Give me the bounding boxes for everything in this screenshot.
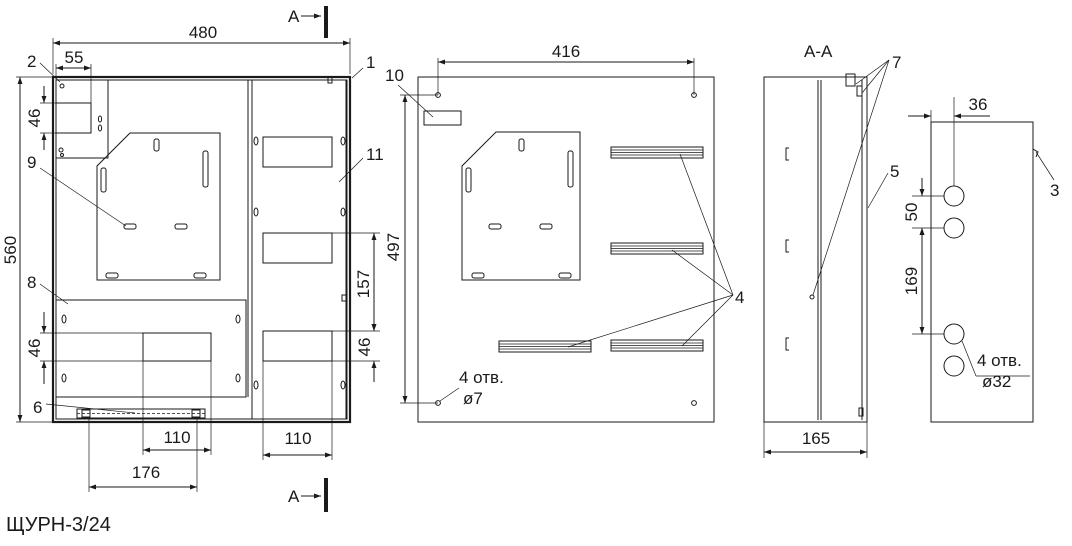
window-top	[262, 136, 333, 168]
section-body	[763, 76, 868, 423]
callout-4: 4	[735, 288, 744, 307]
dim-110-left: 110	[163, 428, 190, 447]
dim-480: 480	[189, 23, 217, 42]
din-rails	[498, 146, 704, 353]
section-view: А-А 7 5 165	[763, 42, 901, 458]
dim-46-top: 46	[25, 109, 44, 128]
back-mounting-plate	[461, 131, 581, 281]
mounting-plate	[96, 132, 221, 281]
mount-holes-count: 4 отв.	[459, 368, 504, 387]
window-bottom	[262, 330, 333, 362]
front-outer-body	[51, 75, 352, 424]
knockout-2	[943, 217, 965, 239]
section-label: А-А	[804, 42, 833, 61]
section-marker-bottom: А	[288, 487, 300, 506]
dim-55: 55	[65, 48, 84, 67]
dim-416: 416	[552, 42, 580, 61]
drawing-title: ЩУРН-3/24	[6, 514, 111, 536]
callout-2: 2	[27, 52, 36, 71]
back-panel	[417, 76, 715, 423]
dim-50: 50	[902, 203, 921, 222]
callout-5: 5	[890, 162, 899, 181]
back-view: 4 416 497 10 4 отв. ø7	[384, 42, 744, 423]
knockouts-count: 4 отв.	[977, 351, 1022, 370]
front-view: 480 55 560 46 46 110 176	[1, 6, 384, 512]
dim-169: 169	[902, 267, 921, 295]
dim-560: 560	[1, 236, 20, 264]
dim-165: 165	[802, 429, 830, 448]
knockout-4	[943, 355, 965, 377]
section-marker-top: А	[288, 7, 300, 26]
callout-6: 6	[33, 398, 42, 417]
mount-holes-dia: ø7	[463, 389, 483, 408]
top-view: 36 50 169 4 отв. ø32 3	[902, 95, 1059, 423]
bracket	[423, 110, 462, 126]
callout-9: 9	[27, 153, 36, 172]
dim-46-right: 46	[355, 338, 374, 357]
top-panel	[930, 121, 1034, 423]
knockout-3	[943, 323, 965, 345]
knockouts-dia: ø32	[982, 372, 1011, 391]
callout-10: 10	[385, 66, 404, 85]
callout-7: 7	[892, 53, 901, 72]
dim-176: 176	[132, 463, 160, 482]
dim-36: 36	[969, 95, 988, 114]
callout-3: 3	[1050, 181, 1059, 200]
din-rail	[76, 408, 206, 419]
lower-panel	[55, 299, 247, 398]
dim-46-lower: 46	[25, 339, 44, 358]
callout-8: 8	[27, 273, 36, 292]
dim-110-right: 110	[284, 429, 311, 448]
callout-11: 11	[366, 145, 384, 164]
dim-497: 497	[384, 233, 403, 261]
window-middle	[262, 232, 333, 264]
breaker-cutout	[142, 332, 212, 362]
knockout-1	[943, 185, 965, 207]
callout-1: 1	[366, 53, 375, 72]
dim-157: 157	[354, 270, 373, 298]
